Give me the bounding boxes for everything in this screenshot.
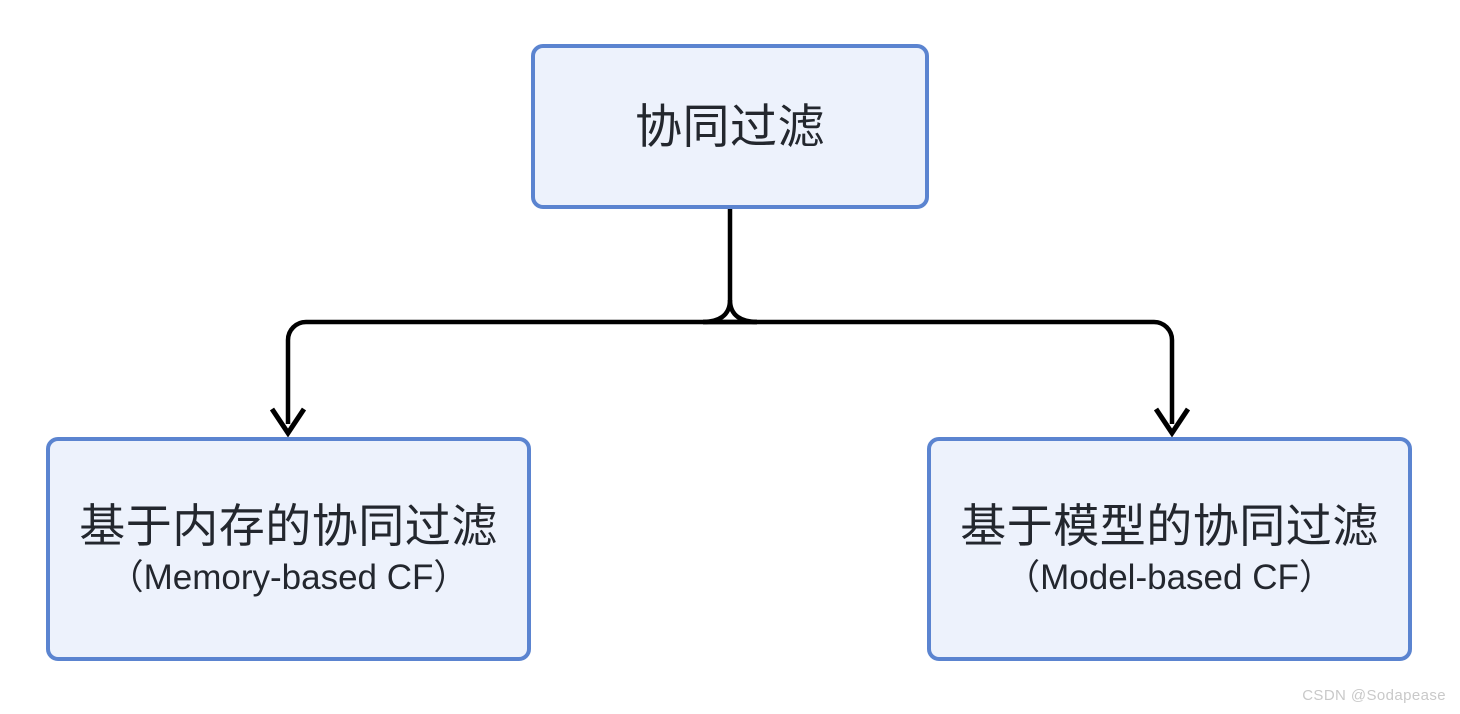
node-model-based-cf[interactable]: 基于模型的协同过滤 （Model-based CF）: [927, 437, 1412, 661]
node-model-based-cf-title: 基于模型的协同过滤: [960, 500, 1379, 553]
connector-trunk-mirror: [702, 299, 733, 325]
arrowhead-right-icon: [1153, 407, 1191, 438]
connector-edge-left: [285, 319, 757, 424]
node-model-based-cf-subtitle: （Model-based CF）: [1005, 558, 1334, 598]
node-memory-based-cf-subtitle: （Memory-based CF）: [108, 558, 469, 598]
watermark-label: CSDN @Sodapease: [1302, 687, 1446, 704]
connector-edge-right: [703, 319, 1175, 424]
arrowhead-left-icon: [269, 407, 307, 438]
node-root-collaborative-filtering[interactable]: 协同过滤: [531, 44, 929, 209]
connector-trunk: [727, 209, 758, 325]
node-memory-based-cf[interactable]: 基于内存的协同过滤 （Memory-based CF）: [46, 437, 531, 661]
node-memory-based-cf-title: 基于内存的协同过滤: [79, 500, 498, 553]
node-root-title: 协同过滤: [635, 99, 825, 153]
